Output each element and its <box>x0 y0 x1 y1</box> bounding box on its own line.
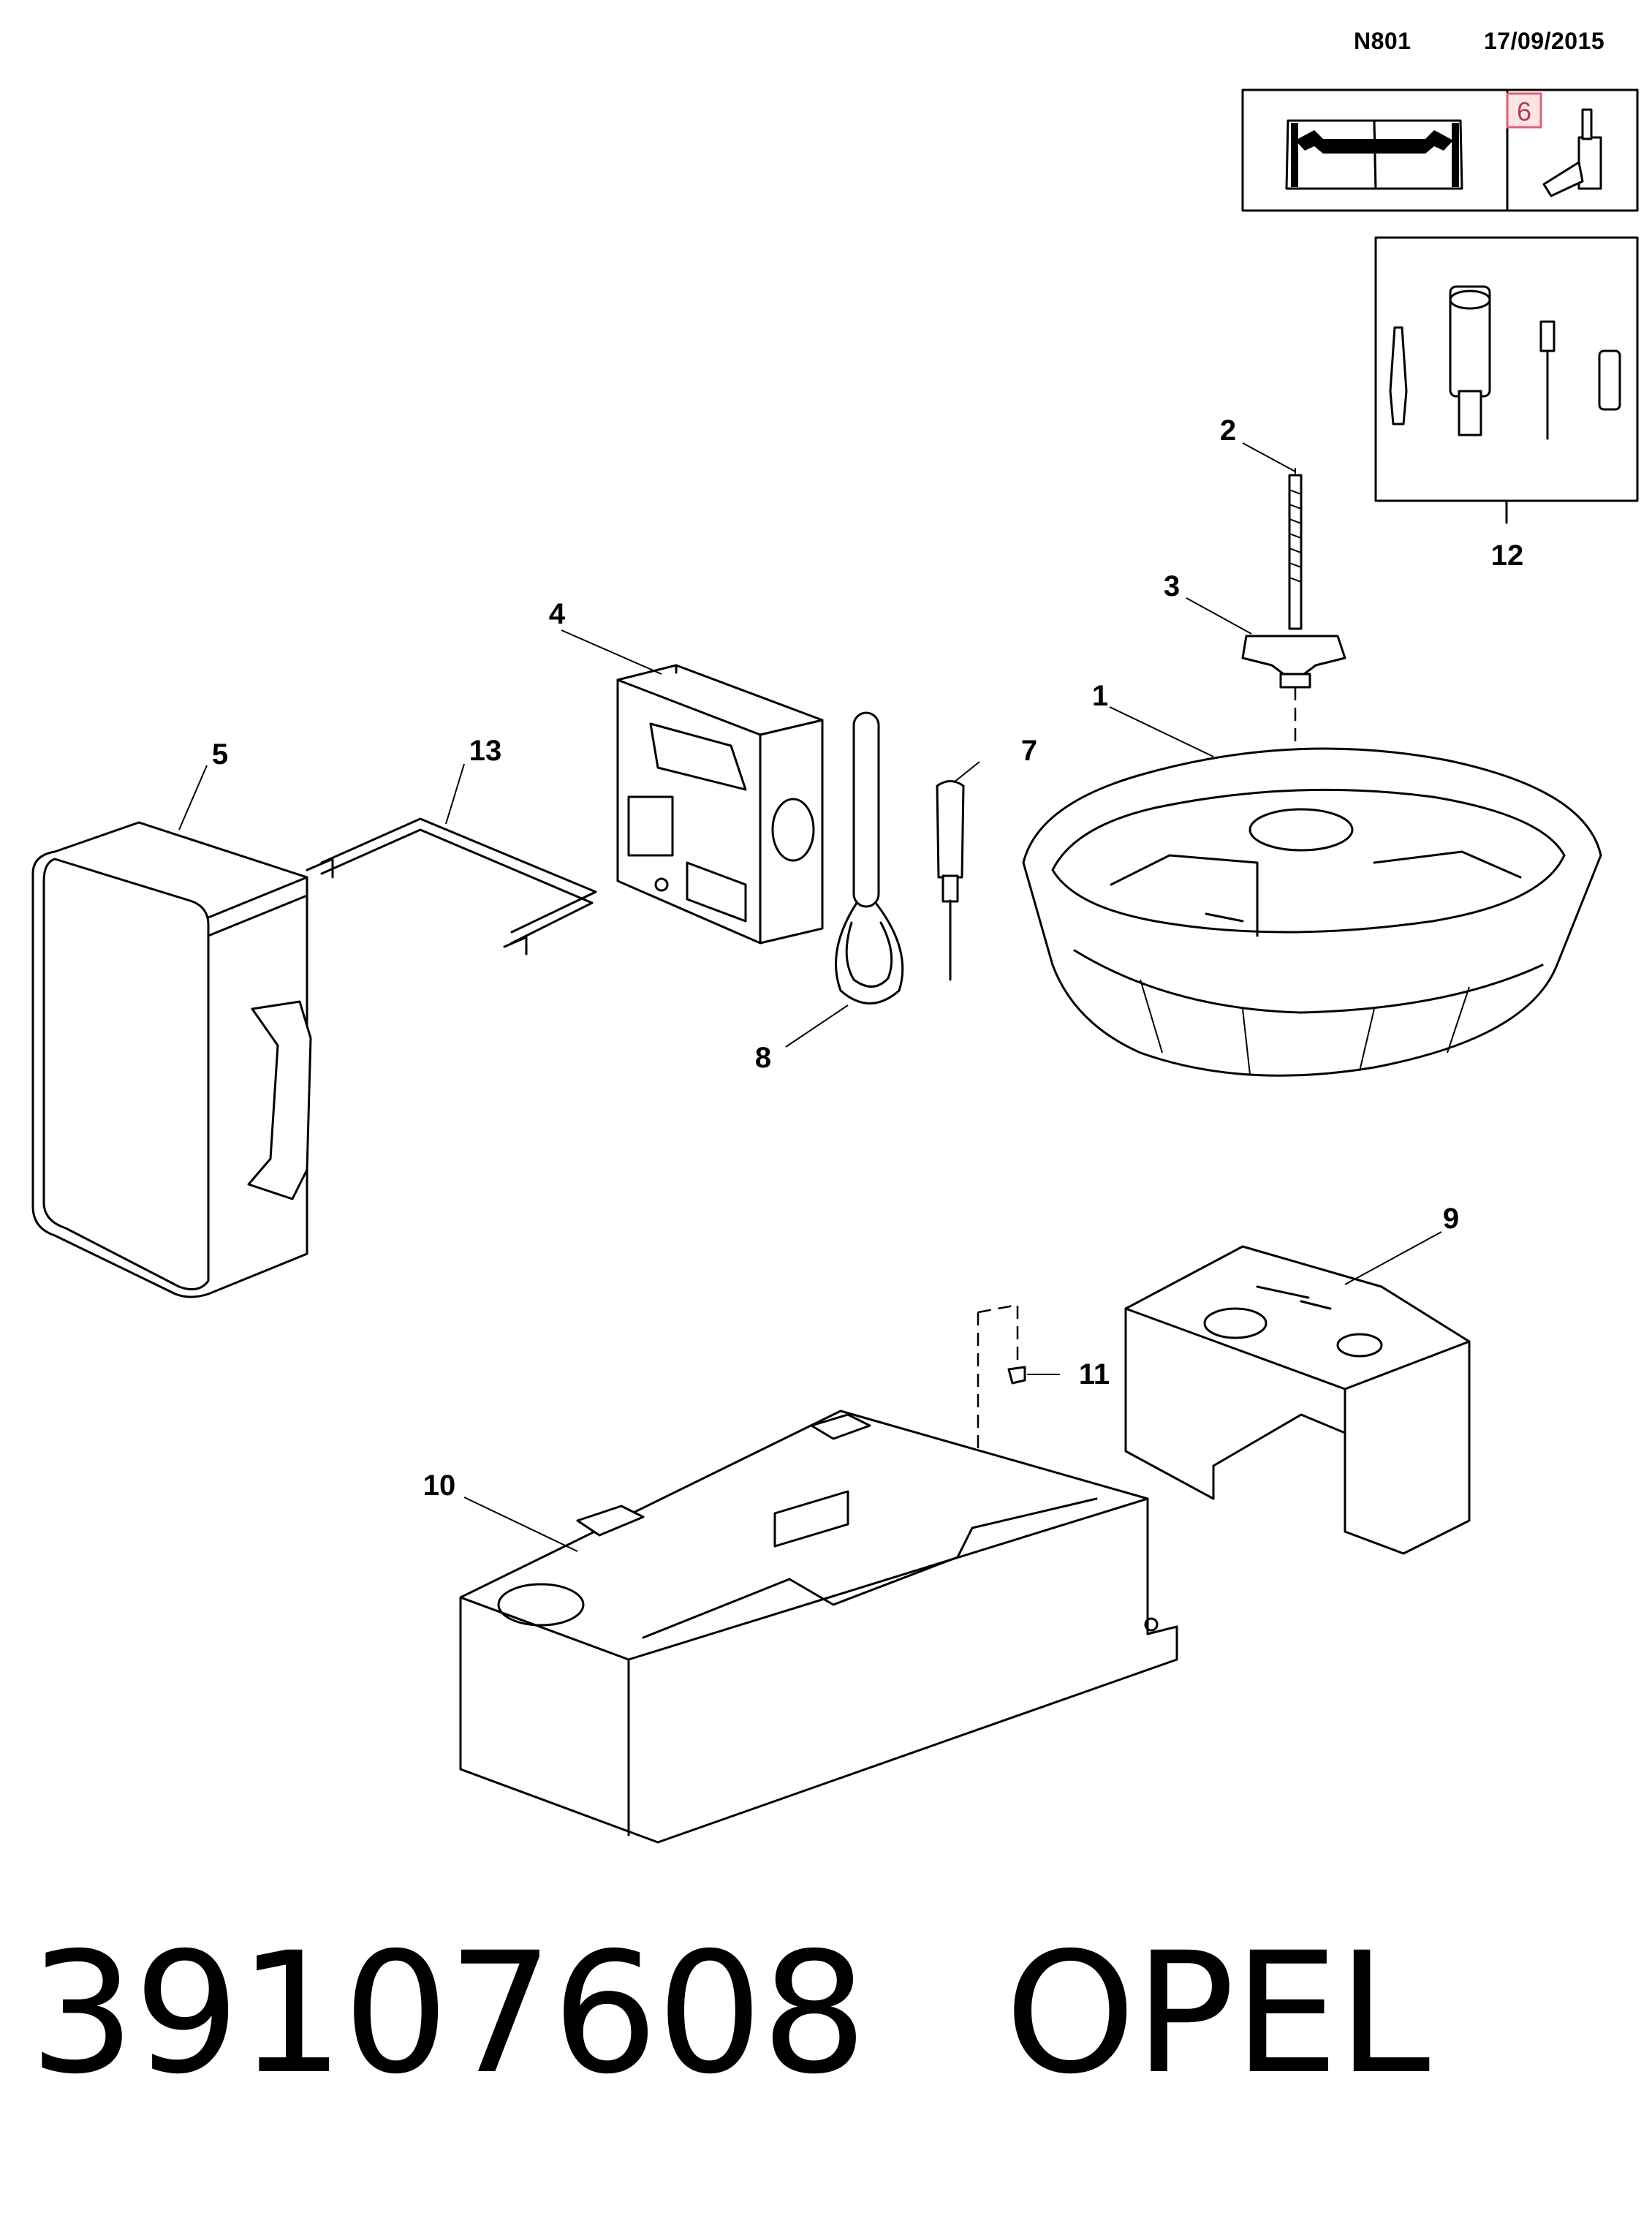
part-13-wire-bracket <box>306 817 597 956</box>
callout-1: 1 <box>1092 680 1108 712</box>
part-number: 39107608 <box>29 1916 867 2111</box>
callout-5: 5 <box>212 738 228 771</box>
diagram-date: 17/09/2015 <box>1484 28 1605 54</box>
part-8-towing-eye <box>835 711 904 1004</box>
part-5-case <box>31 821 312 1298</box>
ref-badge: 6 <box>1517 97 1531 126</box>
callout-2: 2 <box>1220 415 1236 447</box>
leader-lines <box>178 442 1442 1552</box>
footer: 39107608 OPEL <box>29 1916 1431 2111</box>
book-wrench-icon <box>1285 119 1463 190</box>
part-9-foam-insert <box>1124 1245 1471 1555</box>
part-10-base-tray <box>459 1410 1178 1844</box>
part-2-stud <box>1288 468 1303 630</box>
callout-12: 12 <box>1491 540 1524 572</box>
ref-badge-bg <box>1506 92 1542 129</box>
callout-3: 3 <box>1164 570 1180 602</box>
callout-8: 8 <box>755 1042 771 1074</box>
brand-name: OPEL <box>1004 1916 1430 2111</box>
callout-7: 7 <box>1021 735 1037 767</box>
valve-adapter-icon <box>1542 108 1602 197</box>
callout-13: 13 <box>469 735 502 767</box>
callout-4: 4 <box>549 598 566 630</box>
reference-box: 6 <box>1241 88 1639 212</box>
part-7-screwdriver <box>936 780 965 981</box>
callout-10: 10 <box>423 1469 456 1502</box>
part-12-valve-tool-set <box>1374 236 1639 524</box>
part-4-compressor <box>616 664 824 945</box>
diagram-code: N801 <box>1354 28 1412 54</box>
callout-11: 11 <box>1079 1358 1110 1391</box>
part-1-tray <box>1022 747 1602 1077</box>
callout-9: 9 <box>1443 1203 1459 1235</box>
